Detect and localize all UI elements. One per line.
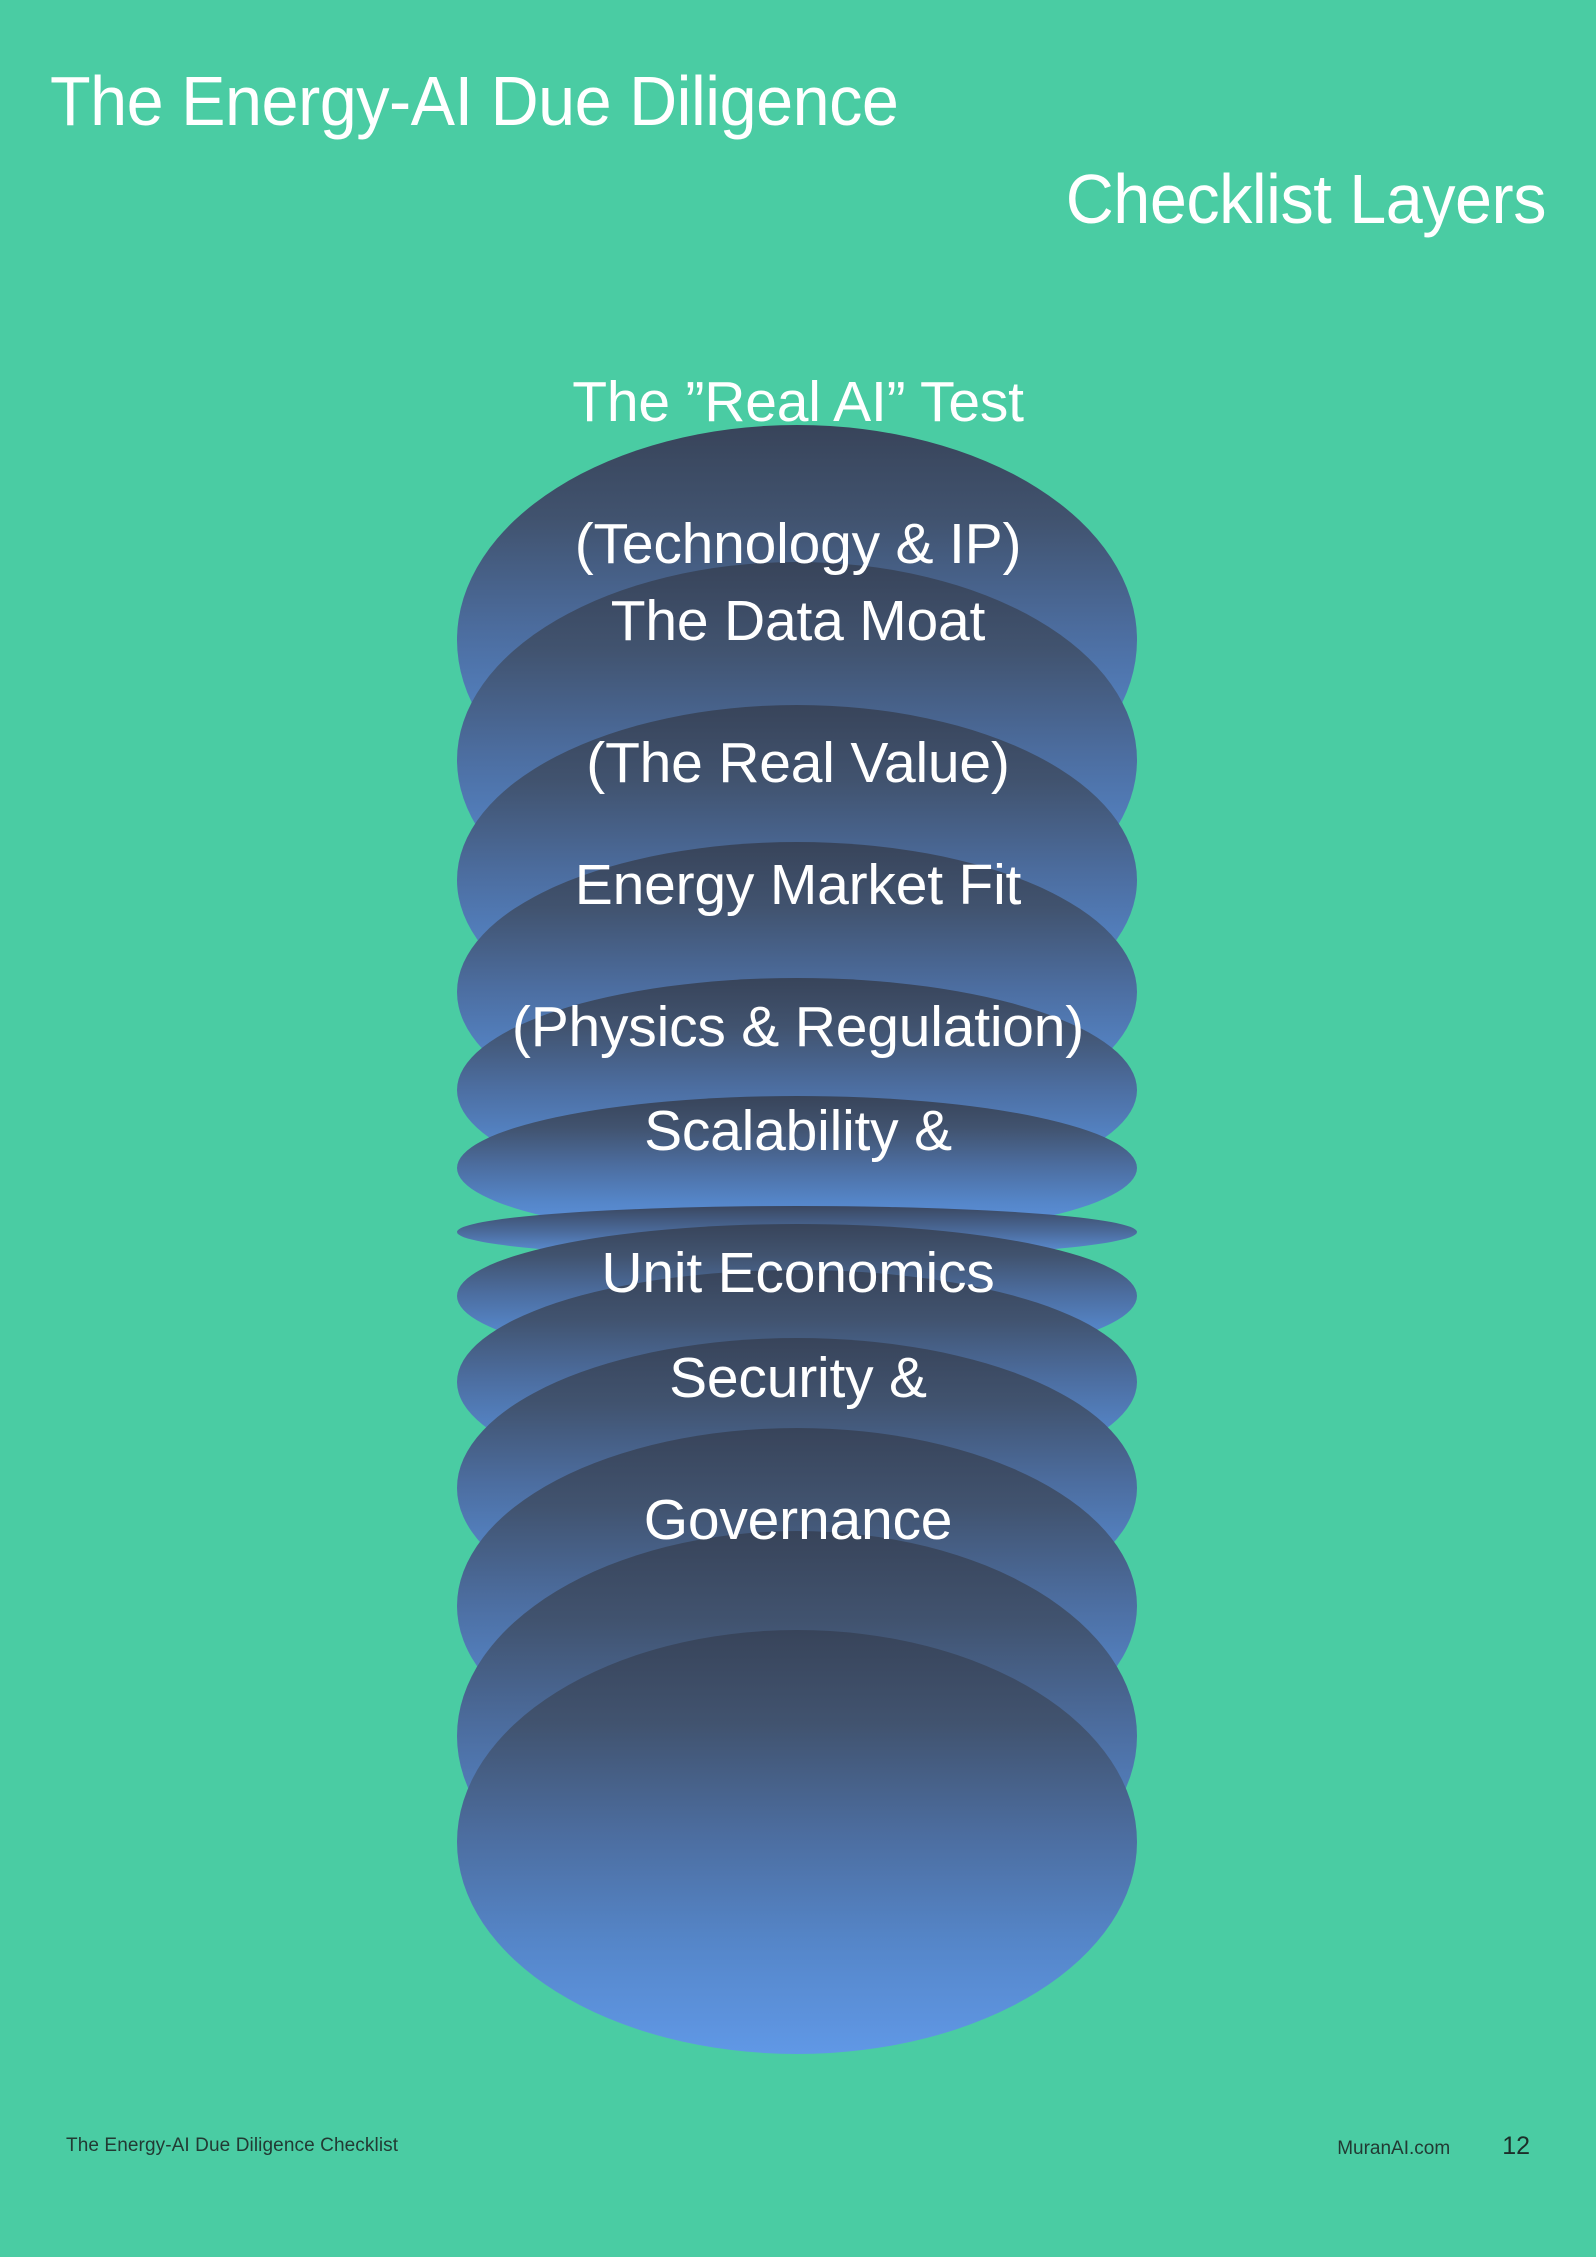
stack-ellipse-13	[457, 1630, 1137, 2054]
layer-3-line-1: Energy Market Fit	[574, 853, 1022, 917]
layer-1-line-2: (Technology & IP)	[574, 512, 1022, 576]
layer-label-3[interactable]: Energy Market Fit (Physics & Regulation)	[0, 779, 1596, 1134]
page-title: The Energy-AI Due Diligence Checklist La…	[0, 52, 1596, 248]
layer-5-line-2: Governance	[643, 1488, 953, 1552]
layer-5-line-1: Security &	[669, 1346, 927, 1410]
footer-right-group: MuranAI.com 12	[1337, 2132, 1530, 2161]
layer-4-line-2: Unit Economics	[601, 1241, 995, 1305]
layer-1-line-1: The ”Real AI” Test	[572, 370, 1024, 434]
page-title-line-1: The Energy-AI Due Diligence	[50, 62, 899, 140]
layer-label-5[interactable]: Security & Governance	[0, 1272, 1596, 1627]
layer-label-1[interactable]: The ”Real AI” Test (Technology & IP)	[0, 296, 1596, 651]
layer-2-line-1: The Data Moat	[610, 589, 986, 653]
page-footer: The Energy-AI Due Diligence Checklist Mu…	[0, 2126, 1596, 2166]
footer-page-number: 12	[1502, 2131, 1530, 2160]
footer-site-link[interactable]: MuranAI.com	[1337, 2137, 1451, 2159]
layer-3-line-2: (Physics & Regulation)	[511, 995, 1085, 1059]
layer-label-2[interactable]: The Data Moat (The Real Value)	[0, 515, 1596, 870]
footer-document-title: The Energy-AI Due Diligence Checklist	[66, 2135, 399, 2156]
layer-4-line-1: Scalability &	[644, 1099, 952, 1163]
page-title-line-2: Checklist Layers	[1065, 160, 1547, 238]
layer-label-4[interactable]: Scalability & Unit Economics	[0, 1025, 1596, 1380]
layer-2-line-2: (The Real Value)	[586, 731, 1010, 795]
